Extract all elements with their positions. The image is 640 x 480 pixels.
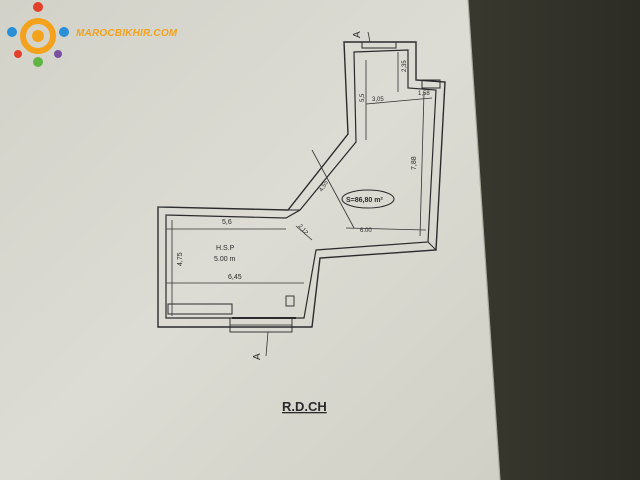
watermark-logo: MAROCBIKHIR.COM	[0, 0, 200, 70]
plan-title: R.D.CH	[282, 399, 327, 414]
dim-6-00: 6.00	[360, 228, 372, 234]
room-height: 5.00 m	[214, 256, 236, 263]
dim-5-5: 5,5	[360, 93, 366, 102]
dim-4-75: 4,75	[177, 252, 184, 266]
section-mark-top: A	[352, 31, 363, 38]
dimension-lines	[166, 31, 433, 357]
dim-7-88: 7,88	[411, 156, 418, 170]
dim-6-45: 6,45	[228, 274, 242, 281]
surface-label: S=86,80 m²	[346, 197, 383, 204]
dim-4-55: 4,55	[319, 179, 331, 193]
plan-openings	[167, 41, 441, 333]
dim-5-6: 5,6	[222, 219, 232, 226]
section-mark-bottom: A	[252, 353, 263, 360]
room-label: H.S.P	[216, 245, 235, 252]
surface-ellipse	[341, 189, 395, 209]
logo-icon	[7, 2, 69, 67]
dim-3-05: 3,05	[372, 97, 384, 103]
dim-2-35: 2,35	[402, 60, 408, 72]
dim-1-58: 1,58	[418, 91, 430, 97]
logo-brand-text: MAROCBIKHIR.COM	[76, 28, 178, 39]
plan-labels: A A 5,6 4,75 6,45 2,12 4,55 5,5 3,05 1,5…	[177, 31, 430, 414]
paper-sheet	[0, 0, 500, 480]
plan-walls	[157, 41, 446, 328]
